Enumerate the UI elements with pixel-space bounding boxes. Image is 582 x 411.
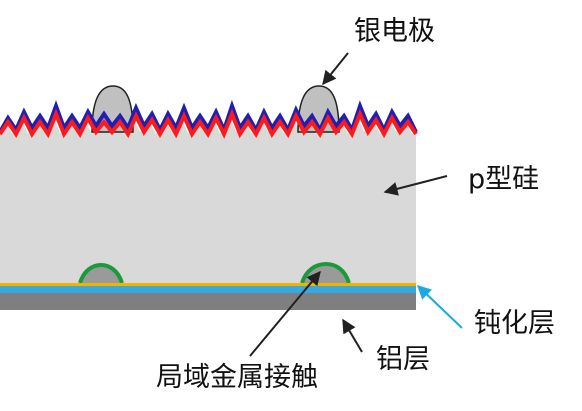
front-surface-blue-line [0,99,418,136]
passivation-layer-edge [0,283,416,286]
passivation-layer-arrow [416,285,463,329]
label-local-metal-contact: 局域金属接触 [156,362,318,393]
p-silicon-arrow [383,175,448,196]
local-contact-arrow [249,270,321,357]
front-surface-red-line [0,108,418,139]
label-aluminum-layer: 铝层 [376,344,430,375]
silver-electrode-arrow [322,52,349,86]
aluminum-layer-arrow [342,318,363,353]
label-p-silicon: p型硅 [468,164,540,195]
passivation-layer [0,286,416,293]
label-passivation-layer: 钝化层 [474,308,555,339]
aluminum-layer [0,293,416,310]
local-contact-left-outline [78,262,124,284]
label-silver-electrode: 银电极 [354,16,435,47]
p-silicon-body [0,112,416,285]
